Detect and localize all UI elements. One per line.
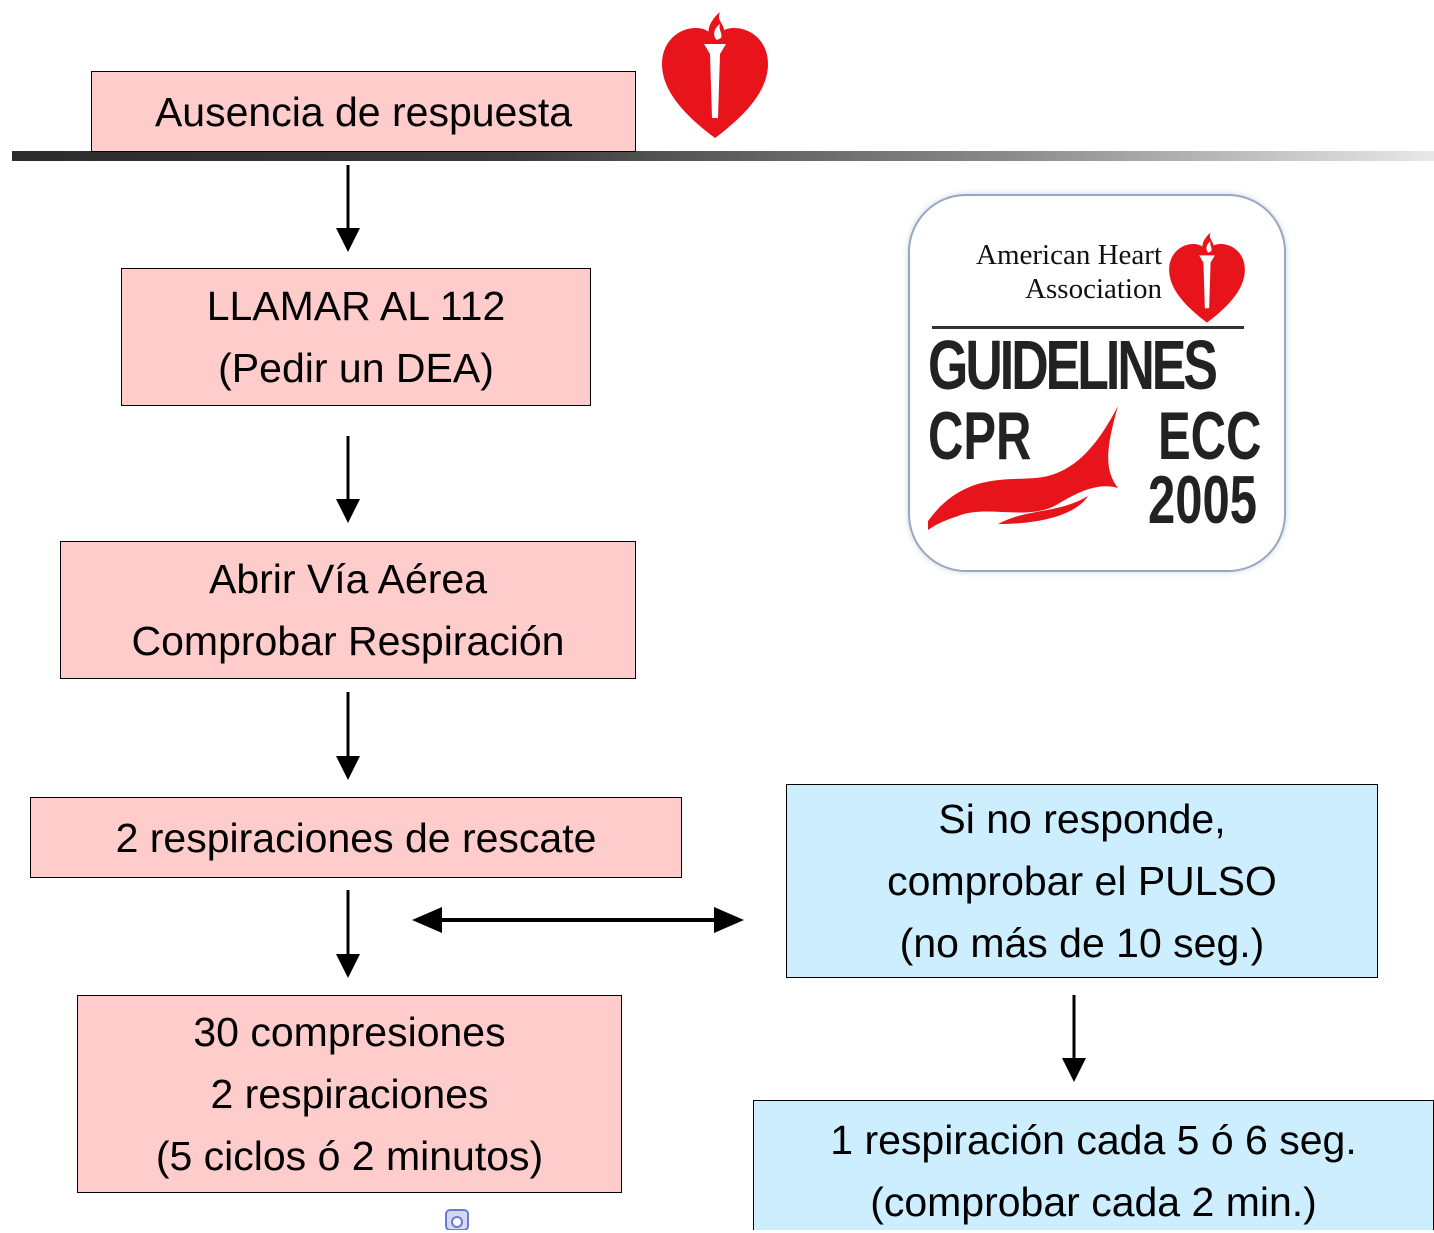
aha-ecc-text: ECC: [1158, 398, 1262, 474]
aha-name: American Heart Association: [932, 238, 1162, 306]
box-abrir-line1: Abrir Vía Aérea: [208, 556, 488, 602]
box-rescate-text: 2 respiraciones de rescate: [115, 814, 597, 861]
arrow-rescate-to-compresiones: [336, 890, 360, 978]
box-compresiones-line2: 2 respiraciones: [210, 1071, 489, 1117]
box-una-respiracion: 1 respiración cada 5 ó 6 seg. (comprobar…: [753, 1100, 1434, 1230]
arrow-llamar-to-abrir: [336, 436, 360, 523]
box-llamar-line1: LLAMAR AL 112: [206, 283, 506, 329]
aha-name-line1: American Heart: [976, 239, 1162, 271]
box-llamar-112: LLAMAR AL 112 (Pedir un DEA): [121, 268, 591, 406]
arrow-ausencia-to-llamar: [336, 165, 360, 252]
header-divider: [12, 151, 1434, 161]
aha-guidelines-text: GUIDELINES: [928, 326, 1218, 404]
box-pulso-line3: (no más de 10 seg.): [899, 920, 1265, 966]
box-compresiones-line1: 30 compresiones: [193, 1009, 506, 1055]
box-abrir-via-aerea: Abrir Vía Aérea Comprobar Respiración: [60, 541, 636, 679]
aha-guidelines-logo: American Heart Association GUIDELINES CP…: [908, 194, 1286, 572]
box-pulso-line1: Si no responde,: [938, 796, 1226, 842]
aha-year-text: 2005: [1148, 462, 1257, 538]
box-comprobar-pulso: Si no responde, comprobar el PULSO (no m…: [786, 784, 1378, 978]
box-respiraciones-rescate: 2 respiraciones de rescate: [30, 797, 682, 878]
box-ausencia-respuesta: Ausencia de respuesta: [91, 71, 636, 152]
arrow-double-horizontal: [412, 907, 744, 933]
box-respiracion-line2: (comprobar cada 2 min.): [870, 1179, 1317, 1225]
box-llamar-line2: (Pedir un DEA): [218, 345, 494, 391]
aha-name-line2: Association: [1025, 273, 1162, 305]
aha-cpr-text: CPR: [928, 398, 1032, 474]
heart-torch-icon: [662, 12, 768, 138]
page-marker-icon: [445, 1209, 469, 1230]
box-abrir-line2: Comprobar Respiración: [131, 618, 565, 664]
box-ausencia-text: Ausencia de respuesta: [154, 88, 573, 135]
flame-icon: [928, 406, 1118, 530]
box-compresiones-line3: (5 ciclos ó 2 minutos): [155, 1133, 544, 1179]
arrow-abrir-to-rescate: [336, 692, 360, 780]
box-pulso-line2: comprobar el PULSO: [887, 858, 1277, 904]
box-respiracion-line1: 1 respiración cada 5 ó 6 seg.: [830, 1117, 1357, 1163]
box-compresiones: 30 compresiones 2 respiraciones (5 ciclo…: [77, 995, 622, 1193]
arrow-pulso-to-respiracion: [1062, 995, 1086, 1082]
aha-rule: [932, 326, 1244, 329]
heart-torch-icon: [1169, 232, 1245, 323]
